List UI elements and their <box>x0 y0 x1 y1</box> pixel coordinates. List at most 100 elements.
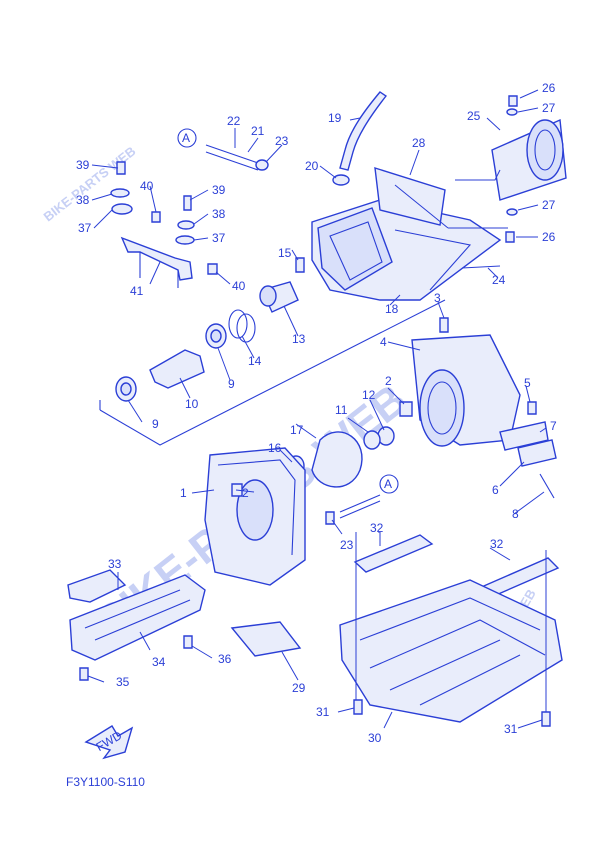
bracket-41 <box>120 236 193 281</box>
callout-37-right: 37 <box>212 231 226 245</box>
diagram-shape <box>69 574 206 661</box>
diagram-shape <box>394 229 472 291</box>
diagram-shape <box>191 645 213 659</box>
diagram-shape <box>394 184 508 229</box>
rail-32-left <box>353 534 434 573</box>
callout-40-bottom: 40 <box>232 279 246 293</box>
oring-14a <box>228 309 248 339</box>
callout-labels: 22 21 23 19 20 28 25 26 27 27 26 24 18 1… <box>76 81 557 745</box>
diagram-shape <box>347 417 369 433</box>
grate-29 <box>230 621 302 657</box>
callout-41: 41 <box>130 284 144 298</box>
washer-38-right <box>177 220 195 230</box>
callout-4: 4 <box>380 335 387 349</box>
diagram-shape <box>339 579 563 723</box>
cover-6 <box>517 439 557 467</box>
callout-6: 6 <box>492 483 499 497</box>
diagram-shape <box>526 119 564 181</box>
bolt-36 <box>183 635 193 649</box>
diagram-shape <box>236 479 274 541</box>
bracket-33 <box>67 569 127 603</box>
ref-a-bottom <box>379 474 399 494</box>
intake-duct-1 <box>204 447 306 586</box>
diagram-shape <box>349 117 361 121</box>
washer-27-bottom <box>506 208 518 216</box>
callout-14: 14 <box>248 354 262 368</box>
callout-29: 29 <box>292 681 306 695</box>
diagram-shape <box>486 117 501 131</box>
callout-21: 21 <box>251 124 265 138</box>
bolt-26-bottom <box>505 231 515 243</box>
callout-37-left: 37 <box>78 221 92 235</box>
diagram-shape <box>331 519 343 535</box>
callout-39-left: 39 <box>76 158 90 172</box>
diagram-shape <box>127 399 143 423</box>
callout-28: 28 <box>412 136 426 150</box>
hose-19 <box>339 91 388 171</box>
callout-11: 11 <box>335 403 348 417</box>
diagram-shape <box>369 399 385 431</box>
callout-2-right: 2 <box>385 374 392 388</box>
bolt-39-left <box>116 161 126 175</box>
diagram-shape <box>279 449 293 463</box>
washer-37-left <box>111 203 133 215</box>
callout-13: 13 <box>292 332 306 346</box>
pump-housing-4 <box>411 334 521 447</box>
nozzle-25 <box>491 118 567 201</box>
impeller-17 <box>311 431 363 488</box>
diagram-shape <box>487 267 499 279</box>
callout-38-right: 38 <box>212 207 226 221</box>
oring-14b <box>236 313 256 343</box>
callout-35: 35 <box>116 675 130 689</box>
bolt-31-right <box>541 711 551 727</box>
diagram-shape <box>84 725 134 760</box>
ref-a-bottom-label: A <box>384 477 392 491</box>
guide-box-lower <box>99 299 446 446</box>
intake-grate-30 <box>339 579 563 723</box>
diagram-shape <box>247 137 259 153</box>
diagram-shape <box>84 589 191 641</box>
diagram-shape <box>499 461 525 487</box>
diagram-shape <box>329 221 383 281</box>
callout-19: 19 <box>328 111 342 125</box>
bolt-31-left <box>353 699 363 715</box>
bolt-5 <box>527 401 537 415</box>
diagram-shape <box>235 489 255 493</box>
washer-27-top <box>506 108 518 116</box>
diagram-shape <box>389 294 401 306</box>
callout-31-right: 31 <box>504 722 518 736</box>
washer-38-left <box>110 188 130 198</box>
bracket-assembly <box>110 161 218 288</box>
diagram-shape <box>387 387 405 405</box>
leader-lines <box>87 89 547 729</box>
bracket-41-legs <box>139 252 179 288</box>
diagram-shape <box>193 237 209 241</box>
diagram-shape <box>489 547 511 561</box>
diagram-shape <box>534 129 556 171</box>
callout-8: 8 <box>512 507 519 521</box>
diagram-shape <box>319 165 337 179</box>
callout-15: 15 <box>278 246 292 260</box>
diagram-shape <box>291 249 299 261</box>
callout-36: 36 <box>218 652 232 666</box>
diagram-shape <box>378 531 381 546</box>
callout-32-right: 32 <box>490 537 504 551</box>
diagram-shape <box>517 719 543 729</box>
bolt-40-top <box>151 211 161 223</box>
diagram-shape <box>525 385 531 403</box>
diagram-shape <box>191 489 215 494</box>
shaft-10 <box>149 349 205 389</box>
callout-23: 23 <box>275 134 289 148</box>
diagram-shape <box>359 597 546 706</box>
diagram-shape <box>217 347 231 381</box>
diagram-shape <box>513 491 545 515</box>
diagram-shape <box>87 675 105 683</box>
diagram-shape <box>193 213 209 225</box>
diagram-code: F3Y1100-S110 <box>66 775 145 789</box>
callout-7: 7 <box>550 419 557 433</box>
bolt-15 <box>295 257 305 273</box>
callout-34: 34 <box>152 655 166 669</box>
diagram-shape <box>91 193 113 201</box>
